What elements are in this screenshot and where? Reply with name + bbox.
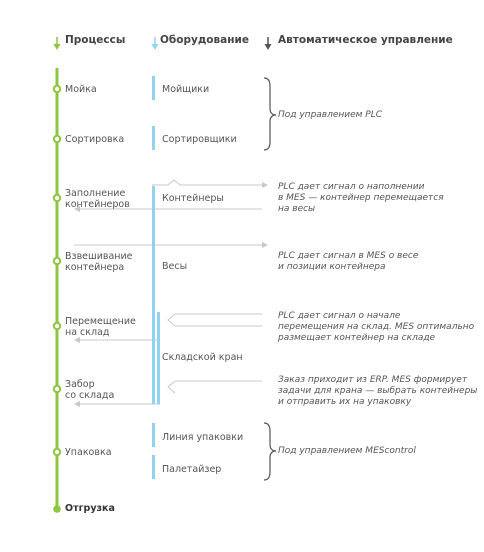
equipment-label-crane: Складской кран [162, 352, 243, 363]
note-storage-signal: PLC дает сигнал о начале перемещения на … [278, 311, 475, 343]
equipment-label-scales: Весы [162, 261, 188, 272]
process-header-arrow [53, 37, 61, 50]
equipment-bar-crane [157, 312, 160, 404]
process-label-shipping: Отгрузка [65, 503, 115, 514]
process-label-sorting: Сортировка [65, 134, 125, 145]
note-plc-control: Под управлением PLC [278, 110, 383, 120]
note-erp-order: Заказ приходит из ERP. MES формирует зад… [278, 375, 478, 407]
process-node [52, 84, 62, 94]
equipment-bar-sorters [152, 126, 155, 150]
process-label-weighing: Взвешивание контейнера [65, 251, 133, 273]
automation-header-arrow [264, 37, 272, 50]
final-node [53, 505, 61, 513]
equipment-bar-containers [152, 186, 155, 404]
header-processes: Процессы [65, 34, 126, 46]
process-node [52, 321, 62, 331]
equipment-bar-palletizer [152, 455, 155, 479]
process-label-filling: Заполнение контейнеров [65, 188, 130, 210]
process-label-to-storage: Перемещение на склад [65, 316, 136, 338]
header-equipment: Оборудование [160, 34, 249, 46]
note-mes-control: Под управлением MEScontrol [278, 446, 416, 456]
equipment-label-containers: Контейнеры [162, 193, 224, 204]
process-node [52, 193, 62, 203]
equipment-label-washers: Мойщики [162, 84, 210, 95]
process-node [52, 256, 62, 266]
mes-brace [263, 422, 277, 481]
note-weight-signal: PLC дает сигнал в MES о весе и позиции к… [278, 251, 419, 272]
process-node [52, 384, 62, 394]
equipment-label-sorters: Сортировщики [162, 134, 237, 145]
equipment-label-palletizer: Палетайзер [162, 464, 222, 475]
equipment-header-arrow [151, 37, 159, 50]
note-filling-signal: PLC дает сигнал о наполнении в MES — кон… [278, 182, 444, 214]
process-label-washing: Мойка [65, 84, 97, 95]
process-label-from-storage: Забор со склада [65, 379, 115, 401]
equipment-label-packing-line: Линия упаковки [162, 432, 244, 443]
header-automation: Автоматическое управление [278, 34, 453, 46]
process-timeline [55, 68, 59, 509]
process-label-packing: Упаковка [65, 447, 112, 458]
equipment-bar-packing-line [152, 423, 155, 447]
connector-lines [74, 179, 268, 407]
process-node [52, 134, 62, 144]
equipment-bar-washers [152, 76, 155, 100]
plc-brace [263, 77, 277, 151]
process-node [52, 447, 62, 457]
